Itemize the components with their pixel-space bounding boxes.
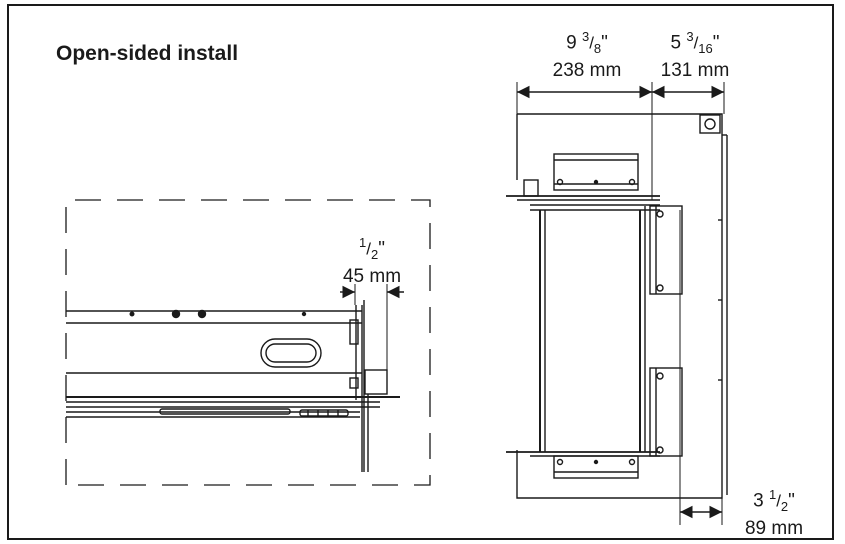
diagram-title: Open-sided install bbox=[56, 42, 239, 65]
diagram-frame bbox=[7, 4, 834, 540]
handle-slot bbox=[260, 338, 322, 368]
top-view-drawer bbox=[506, 82, 728, 525]
dim-metric: 45 mm bbox=[342, 266, 402, 288]
dim-label-left-top: 9 3/8" 238 mm bbox=[532, 26, 642, 82]
dim-metric: 89 mm bbox=[744, 518, 804, 540]
dim-label-gap: 1/2" 45 mm bbox=[322, 232, 422, 288]
dim-metric: 238 mm bbox=[552, 60, 622, 82]
dim-metric: 131 mm bbox=[660, 60, 730, 82]
dim-imperial: 3 1/2" bbox=[753, 487, 795, 515]
dim-imperial: 1/2" bbox=[359, 235, 385, 263]
dim-imperial: 5 3/16" bbox=[670, 29, 720, 57]
dim-imperial: 9 3/8" bbox=[566, 29, 608, 57]
corner-knob bbox=[699, 114, 721, 134]
cabinet-outline-dashed bbox=[65, 199, 431, 486]
side-view-drawer bbox=[65, 199, 431, 486]
dim-label-right-top: 5 3/16" 131 mm bbox=[640, 26, 750, 82]
dim-label-bottom-right: 3 1/2" 89 mm bbox=[724, 484, 824, 540]
